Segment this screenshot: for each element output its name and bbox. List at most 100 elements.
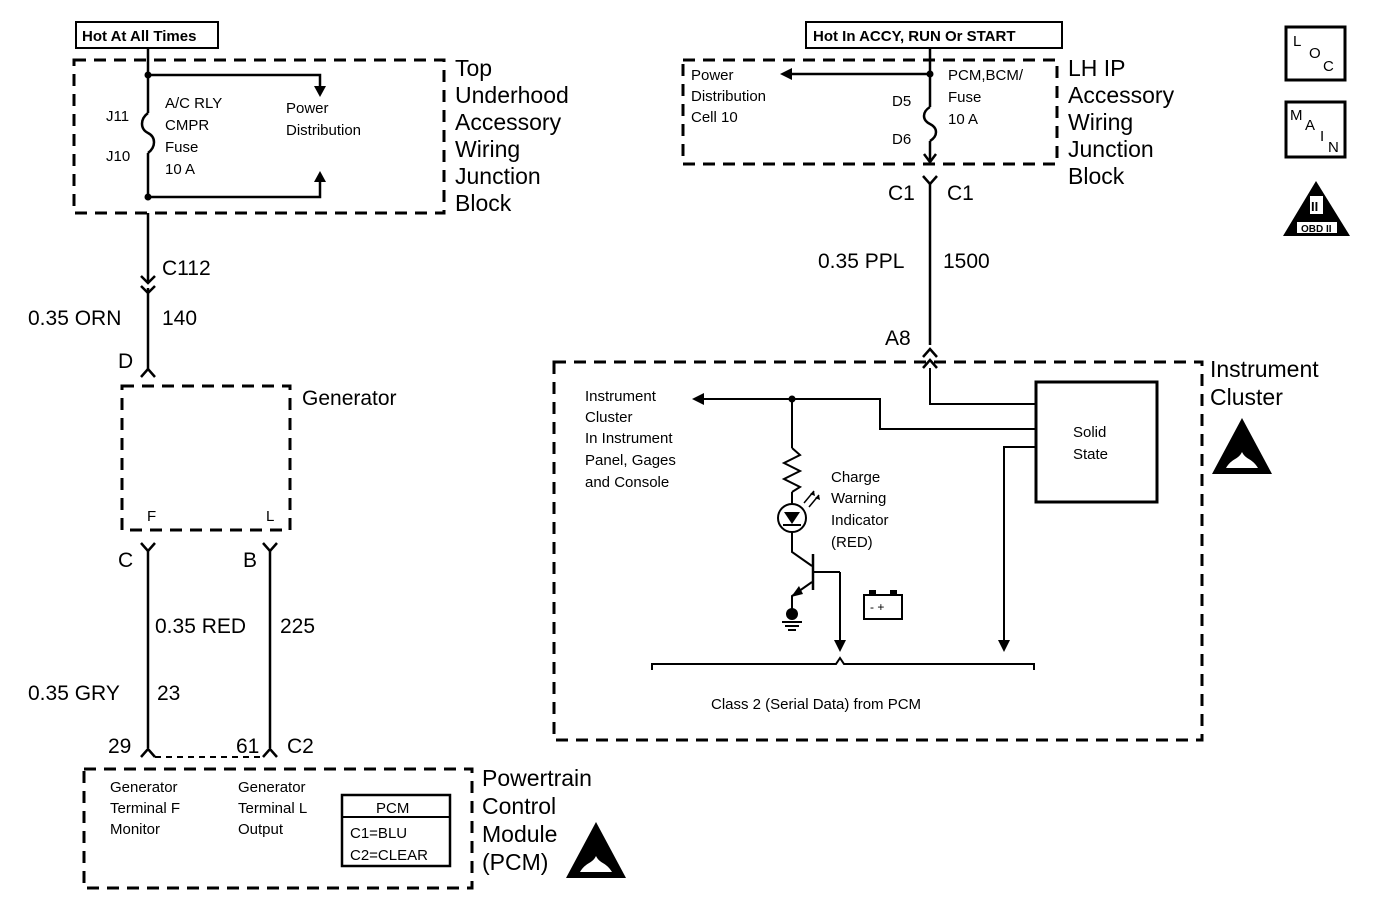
pin-c-label: C	[118, 549, 133, 572]
pcm-term-l-1: Generator	[238, 779, 306, 796]
wire-225-circuit: 225	[280, 615, 315, 638]
top-underhood-block: Hot At All Times J11 J10 A/C RLY CMPR Fu…	[72, 21, 569, 216]
svg-text:- +: - +	[870, 600, 884, 614]
indicator-label-4: (RED)	[831, 534, 873, 551]
pcm-name-4: (PCM)	[482, 849, 548, 875]
battery-icon: - +	[863, 590, 903, 620]
generator-name: Generator	[302, 387, 397, 410]
cluster-outline	[552, 360, 1204, 742]
dist-label-2: Distribution	[286, 122, 361, 139]
pcm-term-l-2: Terminal L	[238, 800, 307, 817]
lh-block-name-1: LH IP	[1068, 55, 1126, 81]
pcm-legend-c2: C2=CLEAR	[350, 847, 428, 864]
pin-d-label: D	[118, 350, 133, 373]
arrow-down-icon	[998, 640, 1010, 652]
pcm-legend-c1: C1=BLU	[350, 825, 407, 842]
fuse-label-3: Fuse	[165, 139, 198, 156]
pin-d6: D6	[892, 131, 911, 148]
fuse-label-2: CMPR	[165, 117, 209, 134]
lh-ip-block: Hot In ACCY, RUN Or START Power Distribu…	[681, 21, 1175, 205]
esd-warning-icon	[1212, 418, 1272, 474]
wire-140-gauge-color: 0.35 ORN	[28, 307, 121, 330]
svg-text:C: C	[1323, 58, 1334, 75]
cluster-name-1: Instrument	[1210, 356, 1319, 382]
serial-data-label: Class 2 (Serial Data) from PCM	[711, 696, 921, 713]
svg-text:O: O	[1309, 45, 1321, 62]
connector-d-symbol	[140, 367, 156, 378]
lh-block-name-5: Block	[1068, 163, 1125, 189]
solid-state-module	[1034, 380, 1159, 504]
hot-in-accy-box	[805, 21, 1063, 49]
generator-term-l: L	[266, 508, 274, 525]
lh-block-outline	[681, 58, 1059, 166]
svg-text:I: I	[1320, 128, 1324, 145]
lh-block-name-4: Junction	[1068, 136, 1154, 162]
fuse-label-1: A/C RLY	[165, 95, 222, 112]
wire-a8-to-module	[929, 368, 1036, 405]
connector-61-symbol	[262, 747, 278, 758]
wire-140-group: C112 0.35 ORN 140 D	[28, 213, 211, 378]
pcm-legend-box	[340, 793, 452, 868]
pin-b-label: B	[243, 549, 257, 572]
lh-dist-label-1: Power	[691, 67, 734, 84]
hot-in-accy-label: Hot In ACCY, RUN Or START	[813, 28, 1016, 45]
serial-data-brace	[651, 656, 1035, 670]
arrow-up-icon	[314, 171, 326, 182]
arrow-down-icon	[314, 86, 326, 97]
svg-text:OBD II: OBD II	[1301, 224, 1332, 235]
wire-140-circuit: 140	[162, 307, 197, 330]
hot-at-all-times-label: Hot At All Times	[82, 28, 196, 45]
wire-1500-circuit: 1500	[943, 250, 990, 273]
fuse-label-4: 10 A	[165, 161, 195, 178]
svg-text:M: M	[1290, 107, 1303, 124]
lh-fuse-label-2: Fuse	[948, 89, 981, 106]
cluster-ref-5: and Console	[585, 474, 669, 491]
generator-pcm-wires: 0.35 RED 225 0.35 GRY 23 29 61 C2	[28, 551, 315, 758]
svg-text:N: N	[1328, 139, 1339, 156]
connector-c2-label: C2	[287, 735, 314, 758]
svg-text:A: A	[1305, 117, 1315, 134]
pcm-outline	[82, 767, 474, 890]
top-block-name-1: Top	[455, 55, 492, 81]
solid-state-label-1: Solid	[1073, 424, 1106, 441]
pin-29-label: 29	[108, 735, 131, 758]
connector-c1-symbol	[922, 175, 938, 186]
top-block-name-4: Wiring	[455, 136, 520, 162]
svg-text:L: L	[1293, 33, 1301, 50]
pcm-group: Generator Terminal F Monitor Generator T…	[82, 765, 626, 890]
lh-fuse-label-1: PCM,BCM/	[948, 67, 1024, 84]
ground-icon	[782, 608, 802, 631]
pcm-name-3: Module	[482, 821, 557, 847]
connector-c1-left: C1	[888, 182, 915, 205]
generator-outline	[120, 384, 292, 532]
dist-label-1: Power	[286, 100, 329, 117]
generator-group: Generator F L C B	[118, 384, 397, 572]
fuse-icon	[922, 105, 938, 143]
connector-c112-symbol	[140, 275, 156, 285]
top-block-outline	[72, 58, 446, 215]
esd-warning-icon	[566, 822, 626, 878]
lh-dist-label-3: Cell 10	[691, 109, 738, 126]
connector-c-symbol	[140, 542, 156, 553]
lh-dist-label-2: Distribution	[691, 88, 766, 105]
pin-61-label: 61	[236, 735, 259, 758]
top-block-name-6: Block	[455, 190, 512, 216]
svg-text:II: II	[1311, 199, 1318, 214]
cluster-ref-1: Instrument	[585, 388, 657, 405]
arrow-left-icon	[692, 393, 704, 405]
cluster-ref-2: Cluster	[585, 409, 633, 426]
connector-29-symbol	[140, 747, 156, 758]
main-icon[interactable]: M A I N	[1284, 100, 1347, 159]
obd-ii-icon[interactable]: II OBD II	[1283, 181, 1350, 236]
connector-a8-symbol	[922, 358, 938, 369]
indicator-label-3: Indicator	[831, 512, 889, 529]
lh-block-name-3: Wiring	[1068, 109, 1133, 135]
bus-top-wire	[148, 73, 322, 88]
indicator-label-2: Warning	[831, 490, 886, 507]
connector-c1-right: C1	[947, 182, 974, 205]
loc-icon[interactable]: L O C	[1284, 25, 1347, 82]
pin-j10: J10	[106, 148, 130, 165]
resistor-icon	[781, 447, 803, 493]
arrow-down-icon	[923, 153, 937, 165]
